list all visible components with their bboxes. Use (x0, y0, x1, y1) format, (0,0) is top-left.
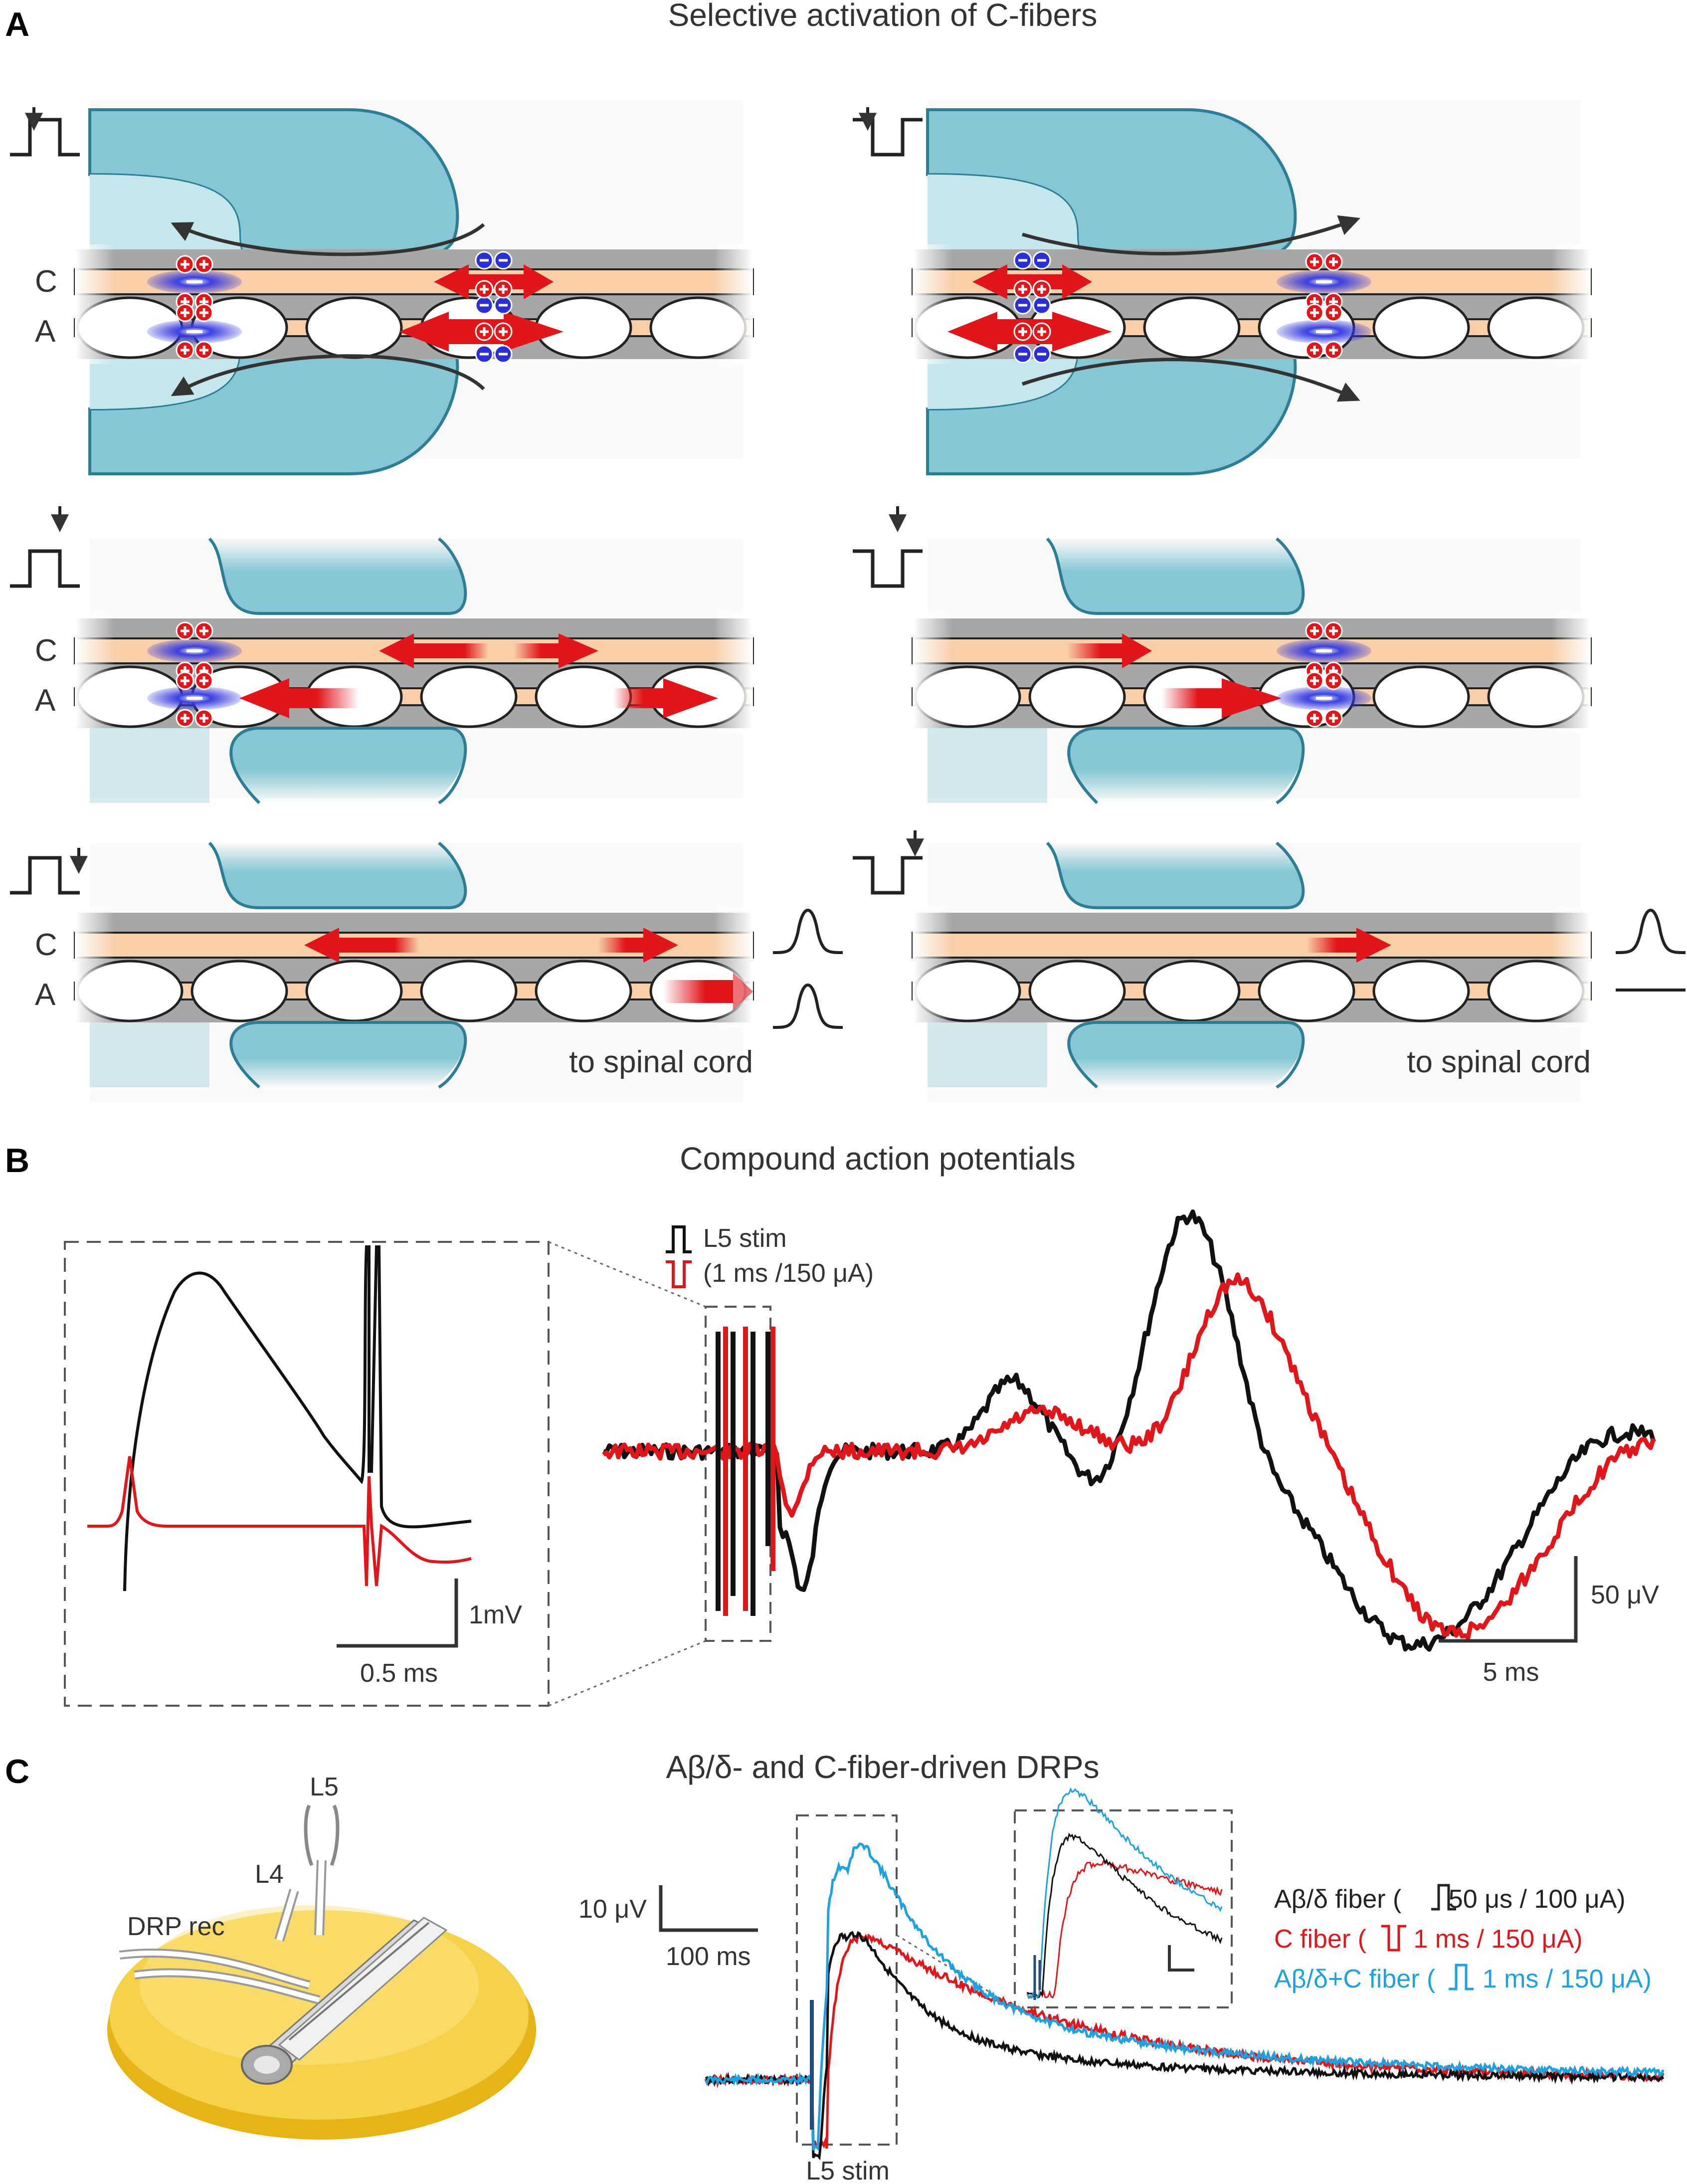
drp-scale-bar (659, 1885, 758, 1932)
drp-abd-trace (705, 1931, 1665, 2161)
drp-inset-blue (1026, 1787, 1223, 1999)
panel-a-title: Selective activation of C-fibers (668, 0, 1098, 33)
drp-zoom-box (796, 1814, 898, 2146)
legend-text-abd-c: Aβ/δ+C fiber ( 1 ms / 150 μA) (1274, 1965, 1652, 1993)
panel-b-label: B (5, 1142, 29, 1180)
fiber-label-a: A (35, 978, 56, 1012)
drp-inset-red (1026, 1859, 1223, 1999)
to-spinal-cord-left: to spinal cord (569, 1045, 753, 1079)
ap-c-icon (1616, 910, 1686, 953)
drp-inset-scale-bar (1168, 1945, 1194, 1972)
ap-a-icon (773, 985, 843, 1027)
panel-a-row2-right (913, 537, 1591, 804)
cap-inset-red-trace (87, 1456, 472, 1587)
ap-c-icon (773, 910, 843, 953)
legend-item: C fiber ( 1 ms / 150 μA) (1274, 1925, 1583, 1954)
prep-label-drp: DRP rec (127, 1912, 225, 1941)
pulse-down-icon (853, 551, 923, 586)
prep-label-l5: L5 (310, 1773, 339, 1801)
pulse-up-icon (10, 120, 80, 155)
fiber-label-c: C (35, 633, 57, 668)
pulse-down-icon (853, 858, 923, 893)
pulse-up-icon (666, 1225, 692, 1253)
cap-inset-box (64, 1241, 550, 1707)
drp-stim-label: L5 stim (806, 2157, 890, 2184)
prep-label-l4: L4 (255, 1860, 284, 1889)
cap-scale-x: 5 ms (1483, 1658, 1539, 1687)
fiber-label-c: C (35, 264, 57, 299)
inset-scale-bar (337, 1579, 458, 1648)
inset-scale-x: 0.5 ms (360, 1659, 438, 1688)
cap-legend-1: L5 stim (703, 1224, 787, 1253)
panel-a-row3-left (75, 841, 753, 1102)
legend-item: Aβ/δ+C fiber ( 1 ms / 150 μA) (1274, 1964, 1652, 1993)
zoom-line-bottom (548, 1640, 706, 1707)
pulse-up-icon (10, 551, 80, 586)
drp-inset-box (1014, 1809, 1233, 2008)
legend-text-abd: Aβ/δ fiber ( 50 μs / 100 μA) (1274, 1885, 1626, 1914)
cap-scale-bar (1439, 1556, 1578, 1643)
panel-a-row2-left (75, 537, 753, 804)
pulse-down-icon (666, 1260, 692, 1288)
panel-c-title: Aβ/δ- and C-fiber-driven DRPs (666, 1749, 1099, 1785)
legend-item: Aβ/δ fiber ( 50 μs / 100 μA) (1274, 1884, 1626, 1914)
cap-red-trace (602, 1272, 1656, 1640)
preparation-drawing (107, 1804, 536, 2140)
pulse-up-icon (10, 858, 80, 893)
to-spinal-cord-right: to spinal cord (1407, 1045, 1591, 1079)
cap-black-trace (602, 1209, 1656, 1652)
panel-a-row1-right (913, 100, 1591, 474)
cap-scale-y: 50 μV (1591, 1581, 1659, 1609)
panel-b-title: Compound action potentials (680, 1141, 1075, 1177)
drp-inset-black (1027, 1832, 1223, 1999)
panel-a-label: A (5, 5, 29, 43)
panel-c-label: C (5, 1753, 29, 1790)
cap-stim-artifact-black (716, 1332, 770, 1616)
pulse-up-icon (1431, 1884, 1456, 1911)
cap-inset-black-trace (123, 1245, 472, 1591)
panel-a-row1-left (75, 100, 753, 474)
pulse-up-icon (1449, 1964, 1474, 1990)
zoom-line-top (548, 1241, 706, 1308)
fiber-label-a: A (35, 683, 56, 718)
cap-stim-artifact-red (723, 1327, 775, 1616)
cap-zoom-box (705, 1306, 771, 1642)
fiber-label-c: C (35, 928, 57, 962)
pulse-down-icon (1381, 1925, 1406, 1952)
fiber-label-a: A (35, 314, 56, 349)
legend-text-c: C fiber ( 1 ms / 150 μA) (1274, 1925, 1583, 1954)
inset-scale-y: 1mV (469, 1600, 522, 1629)
drp-zoom-line (896, 1934, 1015, 2008)
pulse-down-icon (853, 120, 923, 155)
drp-scale-x: 100 ms (666, 1942, 751, 1971)
drp-scale-y: 10 μV (578, 1895, 647, 1924)
drp-legend: Aβ/δ fiber ( 50 μs / 100 μA) C fiber ( 1… (1274, 1884, 1652, 1993)
cap-legend-2: (1 ms /150 μA) (703, 1259, 874, 1288)
drp-abd-c-trace (705, 1842, 1665, 2152)
panel-a-row3-right (913, 841, 1591, 1102)
